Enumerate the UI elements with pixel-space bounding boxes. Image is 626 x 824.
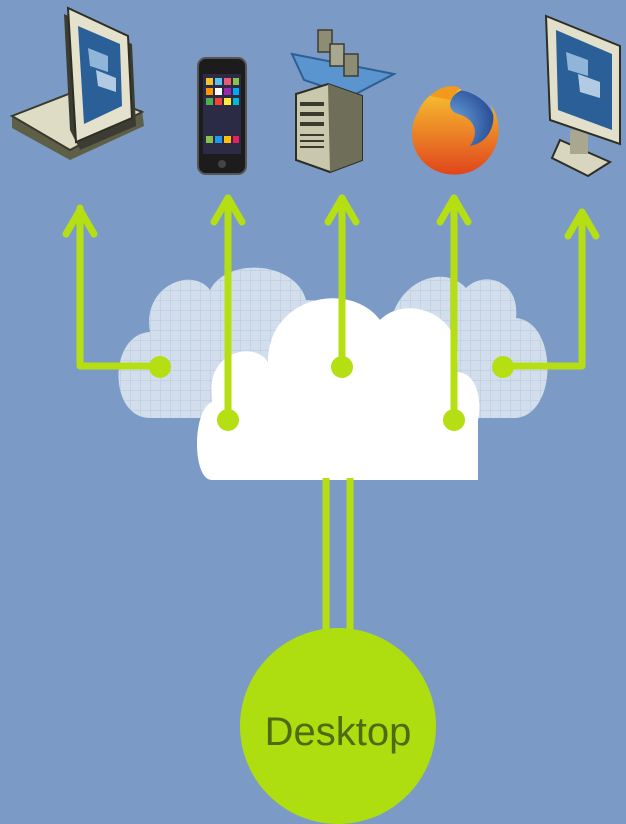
connector-laptop bbox=[62, 204, 164, 370]
node-dot-monitor bbox=[492, 356, 514, 378]
laptop-icon bbox=[9, 6, 145, 160]
monitor-icon bbox=[544, 14, 621, 178]
connector-monitor bbox=[498, 208, 600, 370]
connector-browser bbox=[436, 194, 472, 424]
desktop-node: Desktop bbox=[240, 628, 436, 824]
node-dot-browser bbox=[443, 409, 465, 431]
desktop-label: Desktop bbox=[265, 710, 412, 754]
connector-smartphone bbox=[210, 194, 246, 424]
connector-server bbox=[324, 194, 360, 370]
node-dot-smartphone bbox=[217, 409, 239, 431]
desktop-circle bbox=[240, 628, 436, 824]
node-dot-server bbox=[331, 356, 353, 378]
smartphone-icon bbox=[197, 57, 247, 175]
desktop-connector bbox=[322, 478, 354, 634]
server-icon bbox=[290, 29, 397, 174]
main-cloud bbox=[197, 298, 480, 480]
browser-icon bbox=[412, 86, 499, 175]
node-dot-laptop bbox=[149, 356, 171, 378]
